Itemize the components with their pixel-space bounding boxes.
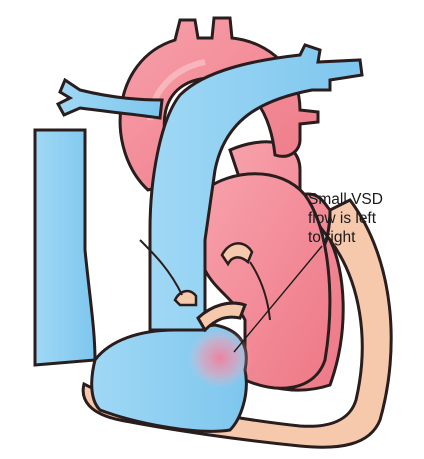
annotation-line-1: Small VSD — [308, 190, 418, 209]
annotation-line-2: flow is left — [308, 209, 418, 228]
superior-vena-cava — [35, 130, 95, 365]
vsd-shunt-flow — [188, 328, 252, 388]
vsd-annotation: Small VSD flow is left to right — [308, 190, 418, 247]
annotation-line-3: to right — [308, 228, 418, 247]
